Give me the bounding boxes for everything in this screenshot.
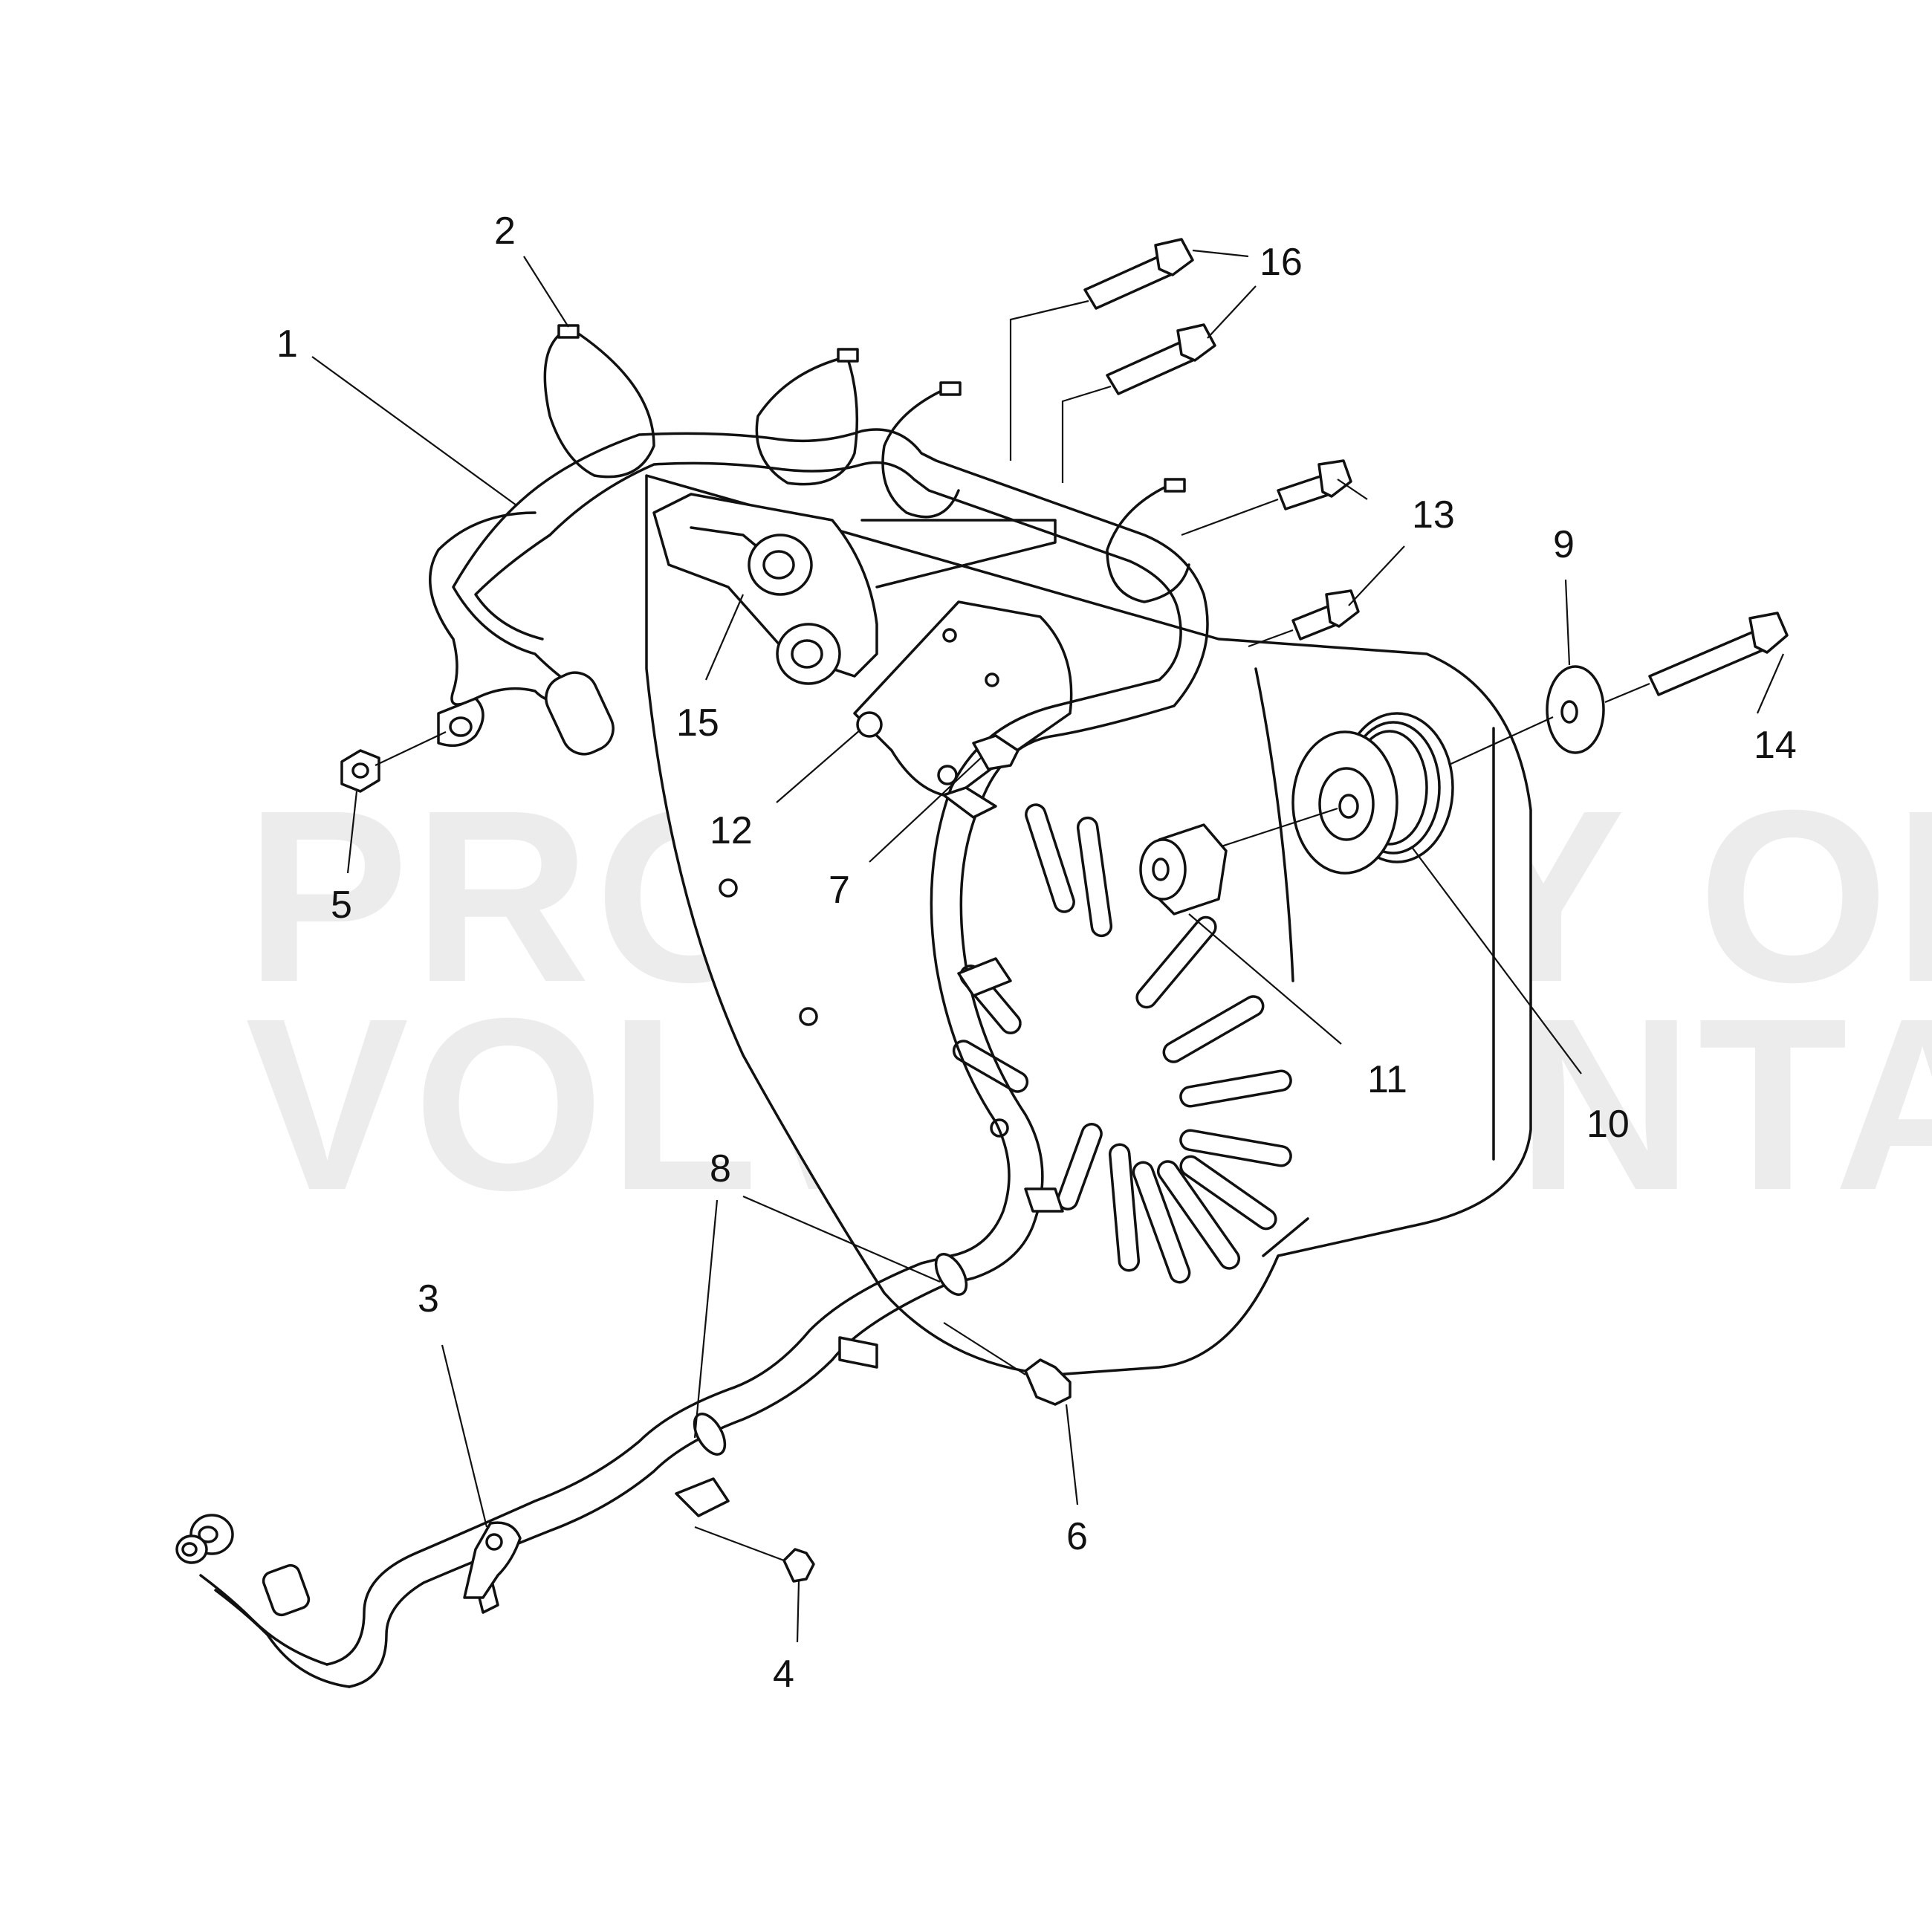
bolt-14 xyxy=(1648,612,1789,696)
callout-leaders xyxy=(311,249,1785,1643)
leader-3 xyxy=(441,1344,488,1528)
pulley-10 xyxy=(1291,712,1454,875)
callout-2: 2 xyxy=(494,210,516,253)
nut-5 xyxy=(340,731,447,793)
leader-5 xyxy=(346,791,358,874)
leader-16a xyxy=(1192,249,1249,258)
leader-4 xyxy=(796,1581,800,1643)
leader-8a xyxy=(742,1195,941,1283)
cable-ties xyxy=(543,324,1190,603)
bolts-13 xyxy=(1181,459,1360,648)
bolts-16 xyxy=(1009,238,1216,483)
leader-6 xyxy=(1065,1404,1079,1505)
washer-9 xyxy=(1546,665,1605,754)
leader-11 xyxy=(1188,913,1342,1045)
nut-11 xyxy=(1139,823,1228,915)
callout-7: 7 xyxy=(829,869,850,912)
callout-15: 15 xyxy=(676,701,719,745)
callout-9: 9 xyxy=(1553,523,1575,566)
callout-12: 12 xyxy=(710,809,753,852)
callout-6: 6 xyxy=(1066,1515,1088,1558)
bracket-plate xyxy=(853,600,1073,797)
main-wiring-harness xyxy=(175,428,1209,1688)
mounting-bracket xyxy=(652,493,1057,685)
leader-16b xyxy=(1207,285,1257,339)
callout-5: 5 xyxy=(331,884,352,927)
leader-9 xyxy=(1564,579,1571,666)
leader-13b xyxy=(1348,545,1405,606)
leader-10 xyxy=(1411,846,1582,1074)
wire-loop xyxy=(429,511,566,706)
callout-3: 3 xyxy=(418,1277,439,1320)
callout-1: 1 xyxy=(276,322,298,366)
callout-16: 16 xyxy=(1260,241,1303,284)
clip-7 xyxy=(972,734,1020,771)
leader-1 xyxy=(311,356,517,506)
leader-14 xyxy=(1756,653,1785,714)
leader-2 xyxy=(523,256,569,328)
callout-11: 11 xyxy=(1367,1058,1407,1101)
callout-labels: 1 2 3 4 5 6 7 8 9 10 11 12 13 14 15 16 xyxy=(276,210,1797,1696)
sensor-6 xyxy=(943,1322,1072,1406)
leader-15 xyxy=(704,594,745,681)
callout-13: 13 xyxy=(1412,493,1455,537)
callout-4: 4 xyxy=(773,1653,794,1696)
leader-12 xyxy=(776,729,861,803)
leader-13a xyxy=(1337,479,1368,500)
callout-8: 8 xyxy=(710,1147,731,1190)
leader-8b xyxy=(693,1199,719,1439)
leader-7 xyxy=(869,757,982,863)
callout-14: 14 xyxy=(1754,724,1797,767)
screw-4 xyxy=(694,1526,815,1583)
callout-10: 10 xyxy=(1586,1103,1630,1146)
